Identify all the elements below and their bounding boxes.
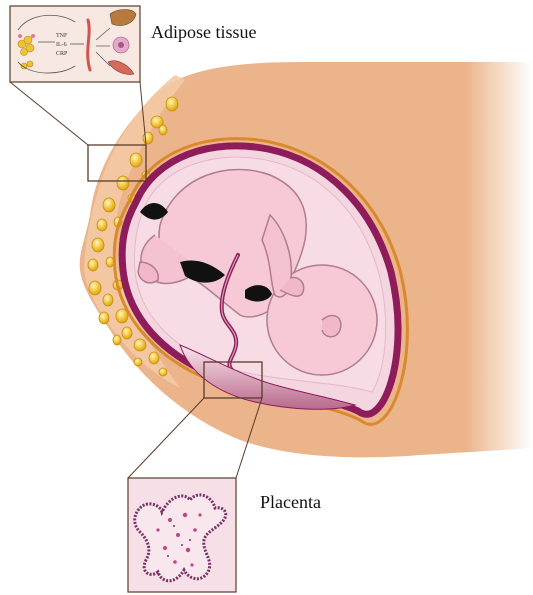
cytokine-il6: IL-6 [56, 42, 67, 48]
cytokine-tnf: TNF [56, 33, 68, 39]
cytokine-crp: CRP [56, 51, 68, 57]
placenta-inset [128, 478, 236, 592]
placenta-label: Placenta [260, 492, 321, 513]
adipose-inset: TNF IL-6 CRP [10, 6, 140, 82]
adipose-tissue-label: Adipose tissue [151, 22, 257, 43]
